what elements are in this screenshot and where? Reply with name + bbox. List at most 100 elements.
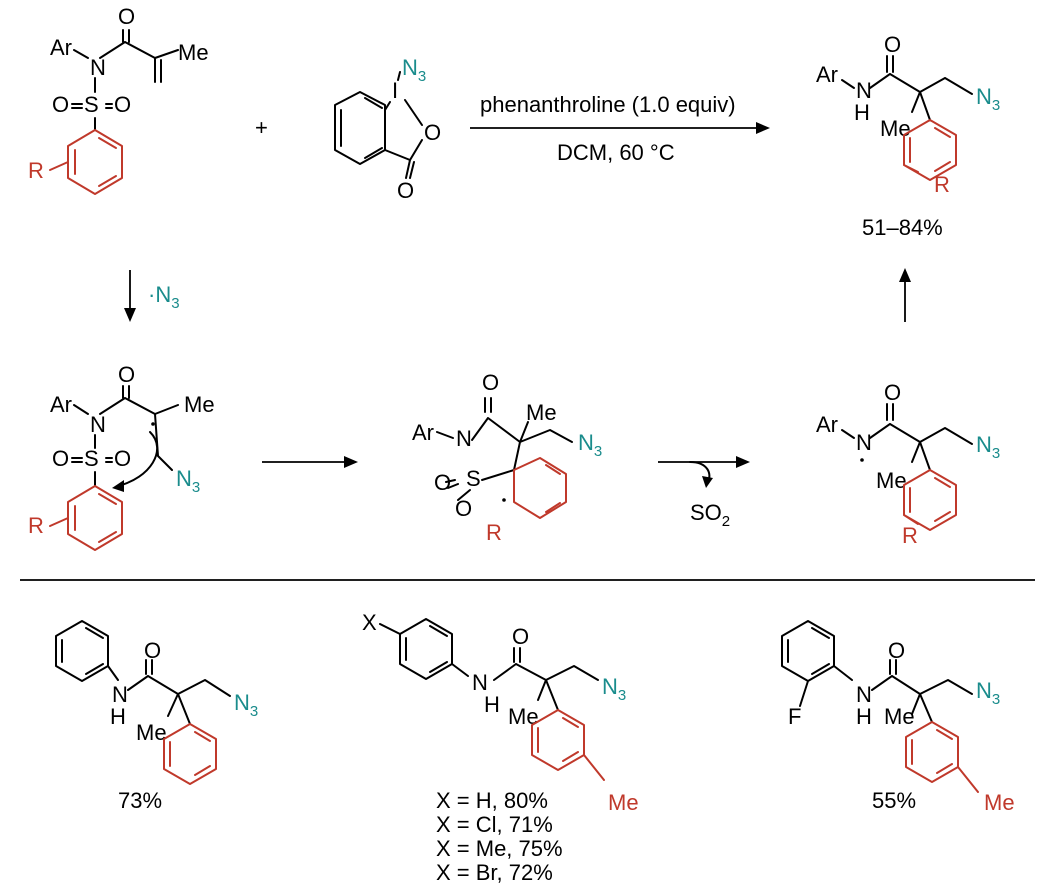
atom-h: H <box>854 100 870 125</box>
atom-r: R <box>902 523 918 548</box>
overall-yield: 51–84% <box>862 215 943 240</box>
atom-i: I <box>392 78 398 103</box>
atom-o: O <box>397 178 414 203</box>
intermediate-radical-adduct: Ar N O Me N3 O S O R <box>28 362 215 551</box>
atom-n: N <box>856 78 872 103</box>
atom-o: O <box>884 32 901 57</box>
atom-s: S <box>84 446 99 471</box>
atom-n3: N3 <box>402 55 426 85</box>
atom-s: S <box>466 466 481 491</box>
atom-h: H <box>484 692 500 717</box>
atom-r: R <box>486 520 502 545</box>
atom-r: R <box>28 513 44 538</box>
arrow-head <box>899 268 911 282</box>
atom-n: N <box>90 412 106 437</box>
plus-sign: + <box>255 115 268 140</box>
arrow-head <box>736 456 750 468</box>
arrow-head <box>344 456 358 468</box>
atom-n: N <box>856 430 872 455</box>
atom-n3: N3 <box>976 678 1000 708</box>
atom-s: S <box>84 92 99 117</box>
atom-o: O <box>482 370 499 395</box>
bonds <box>334 71 423 179</box>
atom-o: O <box>114 446 131 471</box>
example-3: F N H O Me N3 Me 55% <box>781 620 1015 815</box>
atom-ar: Ar <box>50 392 72 417</box>
aryl-ring <box>903 469 957 531</box>
starting-sulfonamide: Ar N O Me O S O R <box>28 4 209 195</box>
atom-ar: Ar <box>50 35 72 60</box>
arrow-head <box>756 122 770 134</box>
solvent-conditions: DCM, 60 °C <box>557 140 675 165</box>
azido-radical-label: ·N3 <box>148 282 180 312</box>
atom-o: O <box>52 92 69 117</box>
atom-n: N <box>456 426 472 451</box>
reagent-conditions: phenanthroline (1.0 equiv) <box>480 92 736 117</box>
atom-o: O <box>52 446 69 471</box>
atom-o: O <box>434 470 451 495</box>
atom-me: Me <box>880 116 911 141</box>
arrow-head <box>112 480 124 492</box>
atom-o: O <box>888 638 905 663</box>
aryl-ring <box>49 485 123 551</box>
yield-line: X = Br, 72% <box>436 860 553 885</box>
atom-o: O <box>455 496 472 521</box>
atom-o: O <box>884 380 901 405</box>
atom-me: Me <box>136 720 167 745</box>
atom-h: H <box>856 704 872 729</box>
atom-ar: Ar <box>412 420 434 445</box>
arrow-head <box>702 476 713 488</box>
radical-dot <box>860 458 864 462</box>
yield-example-1: 73% <box>118 788 162 813</box>
yield-example-3: 55% <box>872 788 916 813</box>
atom-me: Me <box>876 468 907 493</box>
yield-line: X = H, 80% <box>436 788 548 813</box>
atom-n3: N3 <box>578 430 602 460</box>
atom-n3: N3 <box>602 674 626 704</box>
bonds <box>871 659 973 723</box>
aryl-ring <box>781 620 853 707</box>
bonds <box>841 55 973 121</box>
atom-x: X <box>362 610 377 635</box>
arrow-head <box>124 308 136 322</box>
product-general: Ar N H O Me N3 R <box>816 32 1000 197</box>
cyclization-arrow <box>117 431 159 487</box>
atom-me: Me <box>526 400 557 425</box>
atom-h: H <box>110 704 126 729</box>
atom-me: Me <box>608 790 639 815</box>
atom-o: O <box>512 624 529 649</box>
atom-ar: Ar <box>816 412 838 437</box>
phenyl-ring <box>55 620 119 682</box>
aryl-ring <box>531 709 605 781</box>
atom-o: O <box>144 638 161 663</box>
radical-dot <box>151 422 155 426</box>
intermediate-amidyl-radical: Ar N O Me N3 R <box>816 380 1000 548</box>
atom-n: N <box>856 682 872 707</box>
so2-label: SO2 <box>690 500 730 530</box>
aryl-ring <box>49 129 123 195</box>
atom-me: Me <box>178 40 209 65</box>
atom-r: R <box>28 158 44 183</box>
atom-o: O <box>114 92 131 117</box>
atom-n3: N3 <box>176 466 200 496</box>
atom-n: N <box>472 670 488 695</box>
atom-o: O <box>118 362 135 387</box>
atom-me: Me <box>184 392 215 417</box>
atom-ar: Ar <box>816 62 838 87</box>
atom-me: Me <box>884 704 915 729</box>
atom-n: N <box>112 682 128 707</box>
example-2: X N H O Me N3 Me X = H, 80% X = Cl, 71% … <box>362 610 639 885</box>
aryl-ring <box>379 618 469 680</box>
aryl-ring <box>513 457 567 519</box>
bonds <box>493 647 599 711</box>
atom-f: F <box>788 704 801 729</box>
aryl-ring <box>905 721 979 793</box>
azidobenziodoxolone: I N3 O O <box>334 55 441 203</box>
bonds <box>71 385 179 487</box>
bonds <box>127 659 231 725</box>
atom-n3: N3 <box>976 432 1000 462</box>
aryl-ring <box>163 723 217 785</box>
yield-line: X = Cl, 71% <box>436 812 553 837</box>
